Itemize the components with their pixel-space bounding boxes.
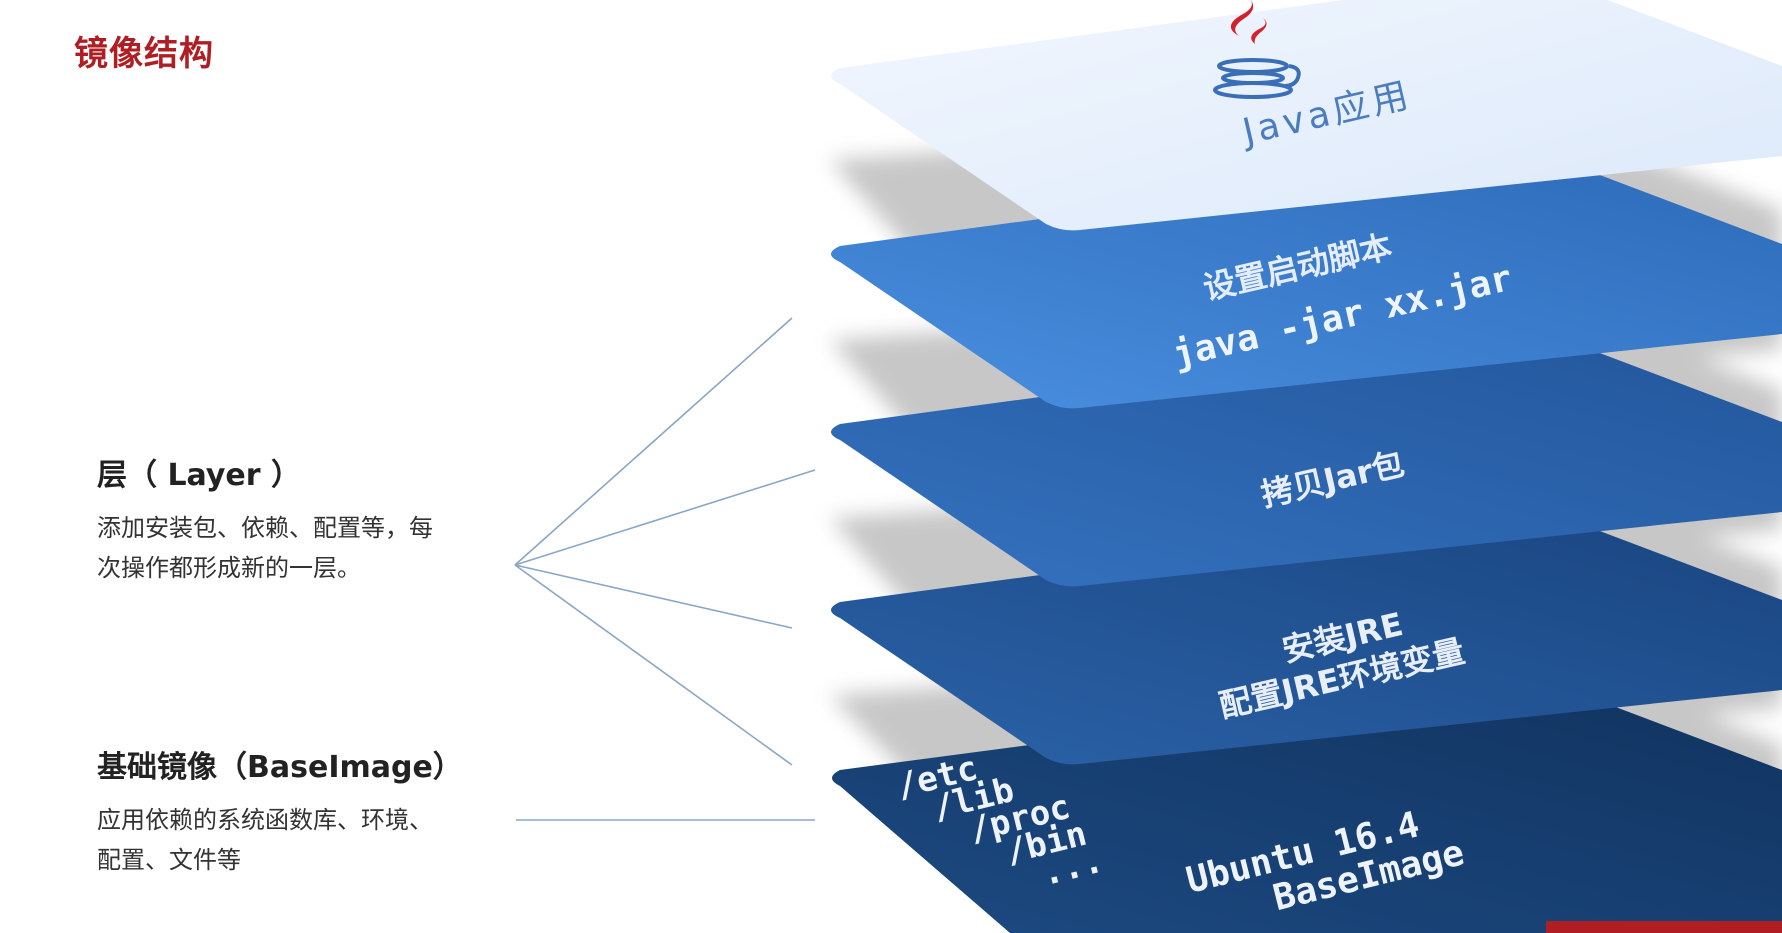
layer-java-app-card [831,0,1782,231]
base-image-description-line-2: 配置、文件等 [97,846,241,874]
connector-line-2 [514,469,816,566]
connector-line-4 [514,564,793,766]
connector-line-3 [514,564,793,629]
java-logo-icon [1213,0,1301,99]
layer-java-app: Java应用 [831,0,1782,231]
page-title: 镜像结构 [74,34,214,74]
base-image-description-text: 应用依赖的系统函数库、环境、 配置、文件等 [97,800,527,880]
layer-description: 层（ Layer ） 添加安装包、依赖、配置等，每 次操作都形成新的一层。 [97,450,517,588]
layer-description-line-2: 次操作都形成新的一层。 [97,554,361,582]
corner-accent-bar [1546,921,1782,933]
layer-description-text: 添加安装包、依赖、配置等，每 次操作都形成新的一层。 [97,508,517,588]
base-image-description: 基础镜像（BaseImage） 应用依赖的系统函数库、环境、 配置、文件等 [97,742,527,880]
connector-lines [514,317,816,821]
base-image-heading: 基础镜像（BaseImage） [97,750,463,785]
connector-line-1 [514,317,793,566]
layer-description-line-1: 添加安装包、依赖、配置等，每 [97,514,433,542]
base-image-description-line-1: 应用依赖的系统函数库、环境、 [97,806,433,834]
layer-heading: 层（ Layer ） [97,458,302,493]
